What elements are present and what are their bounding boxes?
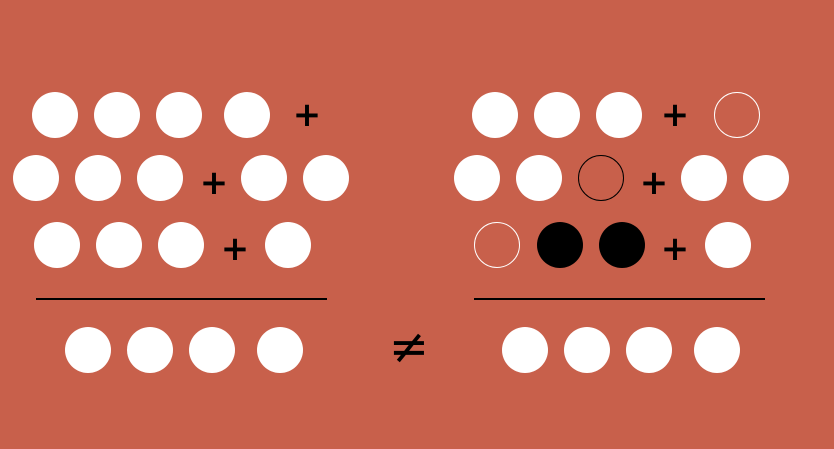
left-row3-dot-3 — [158, 222, 204, 268]
left-row1-plus: + — [292, 95, 322, 135]
not-equal-sign: ≠ — [388, 319, 430, 375]
left-row1-dot-1 — [32, 92, 78, 138]
right-row2-dot-1 — [454, 155, 500, 201]
right-row2-dot-5 — [743, 155, 789, 201]
right-result-dot-1 — [502, 327, 548, 373]
left-row1-dot-3 — [156, 92, 202, 138]
right-result-dot-4 — [694, 327, 740, 373]
right-row1-dot-1 — [472, 92, 518, 138]
left-result-dot-4 — [257, 327, 303, 373]
right-row3-black-dot-1 — [537, 222, 583, 268]
right-row2-dot-2 — [516, 155, 562, 201]
right-row2-empty-dot — [578, 155, 624, 201]
right-row3-black-dot-2 — [599, 222, 645, 268]
left-result-dot-2 — [127, 327, 173, 373]
left-row3-plus: + — [220, 229, 250, 269]
left-row2-dot-5 — [303, 155, 349, 201]
right-result-dot-2 — [564, 327, 610, 373]
left-row2-dot-1 — [13, 155, 59, 201]
left-row2-plus: + — [199, 163, 229, 203]
right-row3-empty-dot — [474, 222, 520, 268]
left-row2-dot-3 — [137, 155, 183, 201]
right-row3-plus: + — [660, 229, 690, 269]
left-row3-dot-4 — [265, 222, 311, 268]
left-row3-dot-2 — [96, 222, 142, 268]
right-result-dot-3 — [626, 327, 672, 373]
right-row1-dot-2 — [534, 92, 580, 138]
right-row1-empty-dot — [714, 92, 760, 138]
left-result-dot-1 — [65, 327, 111, 373]
left-sum-line — [36, 298, 327, 300]
right-row2-plus: + — [639, 163, 669, 203]
left-row2-dot-4 — [241, 155, 287, 201]
left-result-dot-3 — [189, 327, 235, 373]
left-row2-dot-2 — [75, 155, 121, 201]
right-row1-dot-3 — [596, 92, 642, 138]
left-row1-dot-4 — [224, 92, 270, 138]
right-row2-dot-4 — [681, 155, 727, 201]
right-row3-dot-4 — [705, 222, 751, 268]
right-row1-plus: + — [660, 95, 690, 135]
right-sum-line — [474, 298, 765, 300]
left-row3-dot-1 — [34, 222, 80, 268]
left-row1-dot-2 — [94, 92, 140, 138]
